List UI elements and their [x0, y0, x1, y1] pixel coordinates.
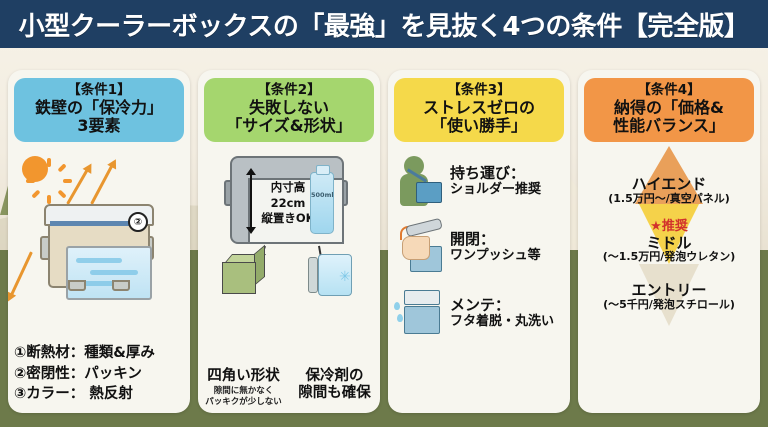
pyramid-label-high-end: ハイエンド (1.5万円〜/真空パネル) [578, 176, 760, 205]
tier-sub: (〜5千円/発泡スチロール) [603, 297, 735, 311]
panel-1-body: ② ①断熱材：種類&厚み ②密閉性：パッキン ③カラー： 熱反射 [8, 142, 190, 413]
tier-label: エントリー [631, 281, 707, 300]
feature-row-list: 持ち運び： ショルダー推奨 開閉： ワンプッシュ等 [388, 148, 570, 346]
panel-4-header: 【条件4】 納得の「価格& 性能バランス」 [584, 78, 754, 143]
dimension-label: 内寸高22cm 縦置きOK [258, 180, 318, 227]
panel-1-item-list: ①断熱材：種類&厚み ②密閉性：パッキン ③カラー： 熱反射 [14, 343, 184, 405]
panel-condition-4: 【条件4】 納得の「価格& 性能バランス」 ハイエンド (1.5万円〜/真空パネ… [578, 70, 760, 413]
panel-4-header-line2: 納得の「価格& [614, 97, 724, 117]
feature-row-text: 開閉： ワンプッシュ等 [450, 230, 541, 264]
price-tier-pyramid: ハイエンド (1.5万円〜/真空パネル) ★推奨 ミドル (〜1.5万円/発泡ウ… [578, 146, 760, 413]
panel-4-header-line3: 性能バランス」 [613, 115, 725, 135]
pyramid-tier-middle [639, 204, 699, 265]
caption-ice-pack: 保冷剤の 隙間も確保 [289, 368, 380, 407]
pyramid-tier-high-end [635, 146, 703, 205]
tier-sub: (〜1.5万円/発泡ウレタン) [602, 250, 736, 264]
feature-row-text: メンテ： フタ着脱・丸洗い [450, 296, 554, 330]
panel-2-header-line2: 失敗しない [248, 97, 329, 117]
person-shoulder-bag-icon [394, 154, 446, 208]
caption-title-line2: 隙間も確保 [298, 384, 371, 401]
hand-open-lid-icon [394, 218, 446, 274]
cooler-interior-illustration: 内寸高22cm 縦置きOK 500ml [224, 150, 348, 246]
panel-3-header-line1: 【条件3】 [447, 82, 511, 98]
callout-badge-2: ② [128, 212, 148, 233]
bottle-label: 500ml [311, 191, 334, 200]
heat-reflect-arrow-icon [9, 251, 33, 297]
pyramid-tier-entry [639, 264, 699, 327]
panel-condition-2: 【条件2】 失敗しない 「サイズ&形状」 内寸高22cm 縦置きOK 500ml [198, 70, 380, 413]
sun-icon [22, 156, 72, 205]
cooler-wash-icon [394, 286, 446, 340]
dimension-label-line1: 内寸高22cm [270, 180, 306, 210]
feature-value: ワンプッシュ等 [450, 248, 541, 264]
panel-condition-1: 【条件1】 鉄壁の「保冷力」 3要素 [8, 70, 190, 413]
panel-2-captions: 四角い形状 隙間に無かなく パッキクが少しない 保冷剤の 隙間も確保 [198, 368, 380, 407]
water-bottle-icon: 500ml [310, 165, 334, 235]
list-item: ①断熱材：種類&厚み [14, 345, 155, 362]
panel-2-body: 内寸高22cm 縦置きOK 500ml ✳ [198, 142, 380, 413]
tier-label: ハイエンド [631, 175, 707, 194]
caption-square-shape: 四角い形状 隙間に無かなく パッキクが少しない [198, 368, 289, 407]
ice-pack-icon: ✳ [308, 254, 354, 297]
feature-value: フタ着脱・丸洗い [450, 314, 555, 330]
feature-label: メンテ： [450, 296, 511, 315]
list-item: ②密閉性：パッキン [14, 365, 142, 382]
panel-3-header-line3: 「使い勝手」 [430, 115, 527, 135]
panel-1-header-line2: 鉄壁の「保冷力」 [34, 97, 163, 117]
panel-1-header-line3: 3要素 [77, 115, 121, 135]
dimension-label-line2: 縦置きOK [261, 211, 315, 226]
panel-3-body: 持ち運び： ショルダー推奨 開閉： ワンプッシュ等 [388, 142, 570, 413]
caption-title-line1: 保冷剤の [305, 367, 364, 384]
cooler-box-illustration: ② [40, 204, 154, 301]
feature-row-carry: 持ち運び： ショルダー推奨 [388, 148, 570, 214]
feature-label: 持ち運び： [450, 164, 526, 183]
feature-label: 開閉： [450, 230, 496, 249]
panel-4-body: ハイエンド (1.5万円〜/真空パネル) ★推奨 ミドル (〜1.5万円/発泡ウ… [578, 142, 760, 413]
panel-4-header-line1: 【条件4】 [637, 82, 701, 98]
caption-sub-line2: パッキクが少しない [205, 396, 282, 407]
feature-row-text: 持ち運び： ショルダー推奨 [450, 164, 541, 198]
panel-container: 【条件1】 鉄壁の「保冷力」 3要素 [0, 48, 768, 427]
panel-condition-3: 【条件3】 ストレスゼロの 「使い勝手」 持ち運び： ショルダー推奨 [388, 70, 570, 413]
recommend-badge: ★推奨 [650, 219, 688, 235]
heat-reflect-arrow-icon [90, 164, 114, 206]
title-bar: 小型クーラーボックスの「最強」を見抜く4つの条件【完全版】 [0, 0, 768, 48]
caption-sub-line1: 隙間に無かなく [213, 385, 274, 396]
panel-1-header: 【条件1】 鉄壁の「保冷力」 3要素 [14, 78, 184, 143]
panel-3-header-line2: ストレスゼロの [422, 97, 535, 117]
panel-3-header: 【条件3】 ストレスゼロの 「使い勝手」 [394, 78, 564, 143]
caption-title: 四角い形状 [207, 367, 280, 384]
dimension-arrow-icon [246, 168, 256, 235]
feature-value: ショルダー推奨 [450, 182, 542, 198]
tier-sub: (1.5万円〜/真空パネル) [608, 191, 730, 205]
pyramid-label-middle: ★推奨 ミドル (〜1.5万円/発泡ウレタン) [578, 219, 760, 264]
pyramid-label-entry: エントリー (〜5千円/発泡スチロール) [578, 282, 760, 311]
list-item: ③カラー： 熱反射 [14, 386, 133, 403]
panel-1-header-line1: 【条件1】 [67, 82, 131, 98]
tier-label: ミドル [646, 233, 692, 252]
heat-reflect-arrow-icon [66, 168, 89, 206]
page-title: 小型クーラーボックスの「最強」を見抜く4つの条件【完全版】 [18, 11, 750, 42]
square-shape-icon [220, 245, 267, 295]
feature-row-maintenance: メンテ： フタ着脱・丸洗い [388, 280, 570, 346]
panel-2-header-line1: 【条件2】 [257, 82, 321, 98]
panel-2-header-line3: 「サイズ&形状」 [226, 115, 352, 135]
feature-row-open-close: 開閉： ワンプッシュ等 [388, 214, 570, 280]
panel-2-header: 【条件2】 失敗しない 「サイズ&形状」 [204, 78, 374, 143]
